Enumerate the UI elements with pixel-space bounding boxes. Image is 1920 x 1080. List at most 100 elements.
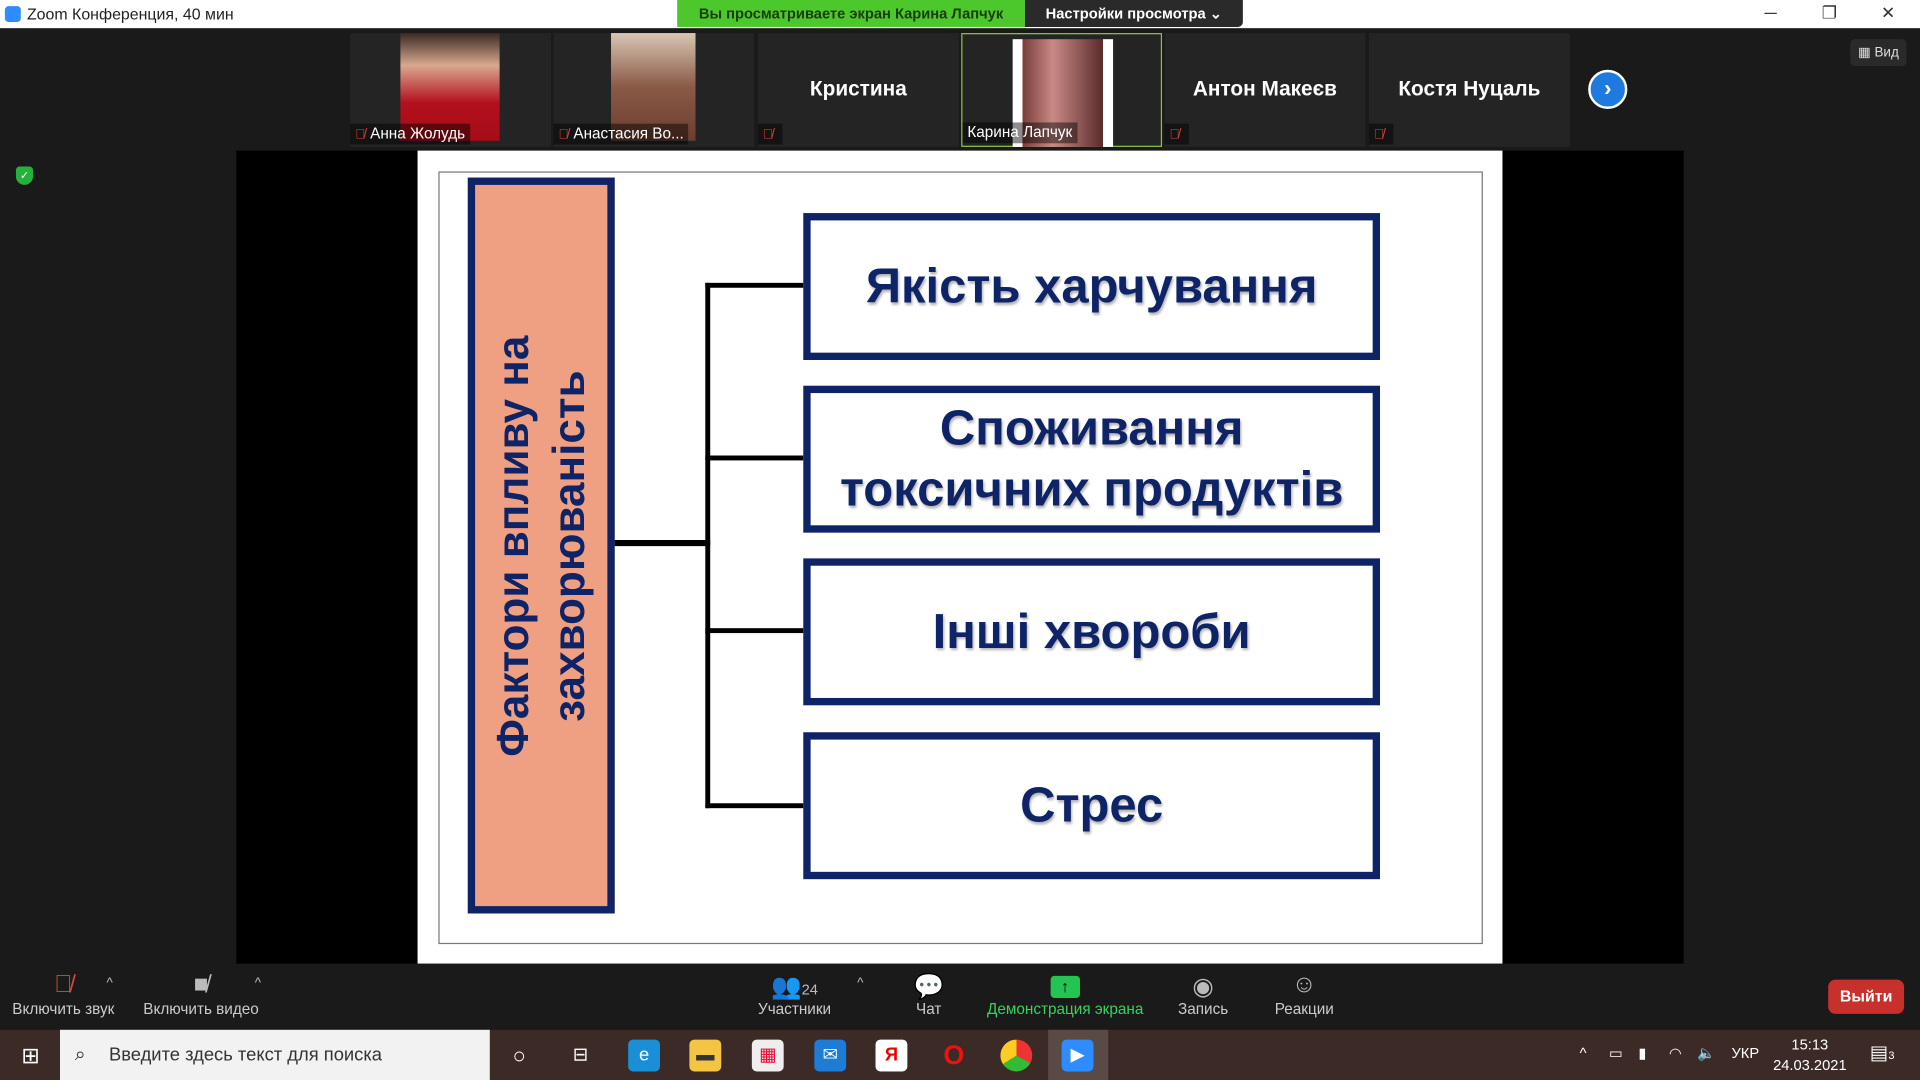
participant-tile[interactable]: Кристина 🎙̸ xyxy=(757,33,959,147)
record-icon: ◉ xyxy=(1192,973,1214,1001)
security-shield-icon[interactable]: ✓ xyxy=(15,166,34,185)
volume-icon[interactable]: 🔈 xyxy=(1697,1044,1716,1062)
file-explorer-icon[interactable]: ▬ xyxy=(689,1039,722,1072)
video-off-icon: ■̸ xyxy=(193,971,209,998)
show-hidden-icons[interactable]: ^ xyxy=(1579,1044,1587,1062)
unmute-label: Включить звук xyxy=(12,1000,115,1018)
reactions-button[interactable]: ☺ Реакции xyxy=(1275,971,1334,1018)
mic-muted-icon: 🎙̸ xyxy=(1373,127,1384,143)
participant-name: Антон Макеєв xyxy=(1192,77,1337,101)
chat-label: Чат xyxy=(916,1000,942,1018)
factor-box: Споживання токсичних продуктів xyxy=(803,385,1381,533)
mic-muted-icon: 🎙̸ xyxy=(1169,127,1180,143)
minimize-button[interactable]: ─ xyxy=(1764,2,1777,23)
participant-name: Анна Жолудь xyxy=(370,124,466,143)
participants-options-caret[interactable]: ^ xyxy=(857,975,864,991)
opera-icon[interactable]: O xyxy=(943,1039,965,1071)
participants-icon: 👥 xyxy=(771,973,802,1001)
share-banner: Вы просматриваете экран Карина Лапчук xyxy=(677,0,1025,27)
participants-count: 24 xyxy=(801,980,818,998)
leave-button[interactable]: Выйти xyxy=(1828,979,1905,1014)
vertical-title: Фактори впливу на захворюваність xyxy=(487,334,594,757)
clock[interactable]: 15:13 24.03.2021 xyxy=(1773,1035,1847,1077)
view-button[interactable]: ▦ Вид xyxy=(1850,39,1907,67)
participant-name: Костя Нуцаль xyxy=(1398,77,1541,101)
unmute-button[interactable]: 🎙̸ Включить звук xyxy=(12,971,114,1018)
time: 15:13 xyxy=(1791,1035,1829,1054)
chrome-icon[interactable] xyxy=(1000,1039,1033,1072)
edge-icon[interactable]: e xyxy=(628,1039,661,1072)
next-page-button[interactable]: › xyxy=(1588,69,1628,109)
participant-tile-active-speaker[interactable]: Карина Лапчук xyxy=(961,33,1163,147)
search-placeholder: Введите здесь текст для поиска xyxy=(108,1044,383,1066)
factor-box: Стрес xyxy=(803,732,1381,880)
chat-button[interactable]: 💬Чат xyxy=(913,971,944,1018)
mic-muted-icon: 🎙̸ xyxy=(558,127,569,143)
zoom-app-icon: ▶ xyxy=(1061,1039,1094,1072)
chat-icon: 💬 xyxy=(913,973,944,1001)
date: 24.03.2021 xyxy=(1773,1056,1847,1074)
connector-line xyxy=(705,282,806,288)
connector-line xyxy=(705,628,806,634)
share-screen-label: Демонстрация экрана xyxy=(986,1000,1144,1018)
window-title: Zoom Конференция, 40 мин xyxy=(26,4,234,24)
participant-tile[interactable]: 🎙̸Анна Жолудь xyxy=(350,33,552,147)
participant-tile[interactable]: Антон Макеєв 🎙̸ xyxy=(1164,33,1366,147)
close-button[interactable]: ✕ xyxy=(1880,2,1896,23)
factor-label: Стрес xyxy=(1020,778,1164,833)
mic-muted-icon: 🎙̸ xyxy=(54,971,73,998)
meeting-toolbar: 🎙̸ Включить звук ^ ■̸ Включить видео ^ 👥24… xyxy=(0,963,1920,1030)
search-icon: ⌕ xyxy=(74,1044,86,1066)
connector-line xyxy=(705,803,806,809)
slide-frame xyxy=(438,171,1483,945)
factor-label: Інші хвороби xyxy=(932,604,1251,659)
view-settings-button[interactable]: Настройки просмотра ⌄ xyxy=(1024,0,1243,27)
windows-taskbar: ⊞ ⌕Введите здесь текст для поиска ○ ⊟ e … xyxy=(0,1029,1920,1080)
factor-box: Якість харчування xyxy=(803,213,1381,361)
restore-button[interactable]: ❐ xyxy=(1821,2,1838,23)
participant-video xyxy=(400,33,500,141)
task-view-icon[interactable]: ⊟ xyxy=(572,1044,589,1066)
yandex-browser-icon[interactable]: Я xyxy=(875,1039,908,1072)
video-options-caret[interactable]: ^ xyxy=(254,975,262,991)
wifi-icon[interactable]: ◠ xyxy=(1668,1044,1682,1062)
title-bar: Zoom Конференция, 40 мин Вы просматривае… xyxy=(0,0,1920,29)
language-indicator[interactable]: УКР xyxy=(1731,1044,1760,1062)
start-video-label: Включить видео xyxy=(143,1000,259,1018)
zoom-taskbar-active[interactable]: ▶ xyxy=(1048,1029,1109,1080)
chevron-down-icon: ⌄ xyxy=(1209,4,1223,23)
store-icon[interactable]: ▦ xyxy=(751,1039,784,1072)
participant-video xyxy=(611,33,696,141)
participant-tile[interactable]: 🎙̸Анастасия Во... xyxy=(553,33,755,147)
share-screen-button[interactable]: ↑Демонстрация экрана xyxy=(987,971,1143,1018)
audio-options-caret[interactable]: ^ xyxy=(106,975,113,991)
taskbar-search-input[interactable]: ⌕ Введите здесь текст для поиска xyxy=(60,1029,490,1080)
reactions-label: Реакции xyxy=(1274,1000,1334,1018)
participant-name: Кристина xyxy=(809,77,907,101)
vertical-title-box: Фактори впливу на захворюваність xyxy=(467,177,615,914)
mic-muted-icon: 🎙̸ xyxy=(762,127,773,143)
connector-line xyxy=(614,540,711,547)
participant-name: Карина Лапчук xyxy=(967,123,1073,141)
connector-line xyxy=(705,282,711,809)
participant-name: Анастасия Во... xyxy=(573,124,684,143)
reactions-icon: ☺ xyxy=(1291,971,1317,998)
view-settings-label: Настройки просмотра xyxy=(1045,4,1206,23)
notifications-count: 3 xyxy=(1888,1049,1895,1062)
participant-video xyxy=(1012,39,1114,147)
mail-icon[interactable]: ✉ xyxy=(814,1039,847,1072)
meet-now-icon[interactable]: ▭ xyxy=(1608,1044,1623,1062)
windows-start-icon[interactable]: ⊞ xyxy=(21,1043,40,1068)
record-button[interactable]: ◉Запись xyxy=(1178,971,1228,1017)
cortana-icon[interactable]: ○ xyxy=(512,1043,526,1068)
view-label: Вид xyxy=(1874,45,1899,61)
factor-label: Споживання токсичних продуктів xyxy=(839,401,1344,517)
mic-muted-icon: 🎙̸ xyxy=(355,127,366,143)
participant-tile[interactable]: Костя Нуцаль 🎙̸ xyxy=(1368,33,1570,147)
participants-label: Участники xyxy=(757,1000,832,1018)
notifications-icon[interactable]: ▤3 xyxy=(1869,1043,1895,1065)
grid-icon: ▦ xyxy=(1857,45,1871,61)
battery-icon[interactable]: ▮ xyxy=(1638,1044,1647,1062)
start-video-button[interactable]: ■̸ Включить видео xyxy=(143,971,259,1018)
